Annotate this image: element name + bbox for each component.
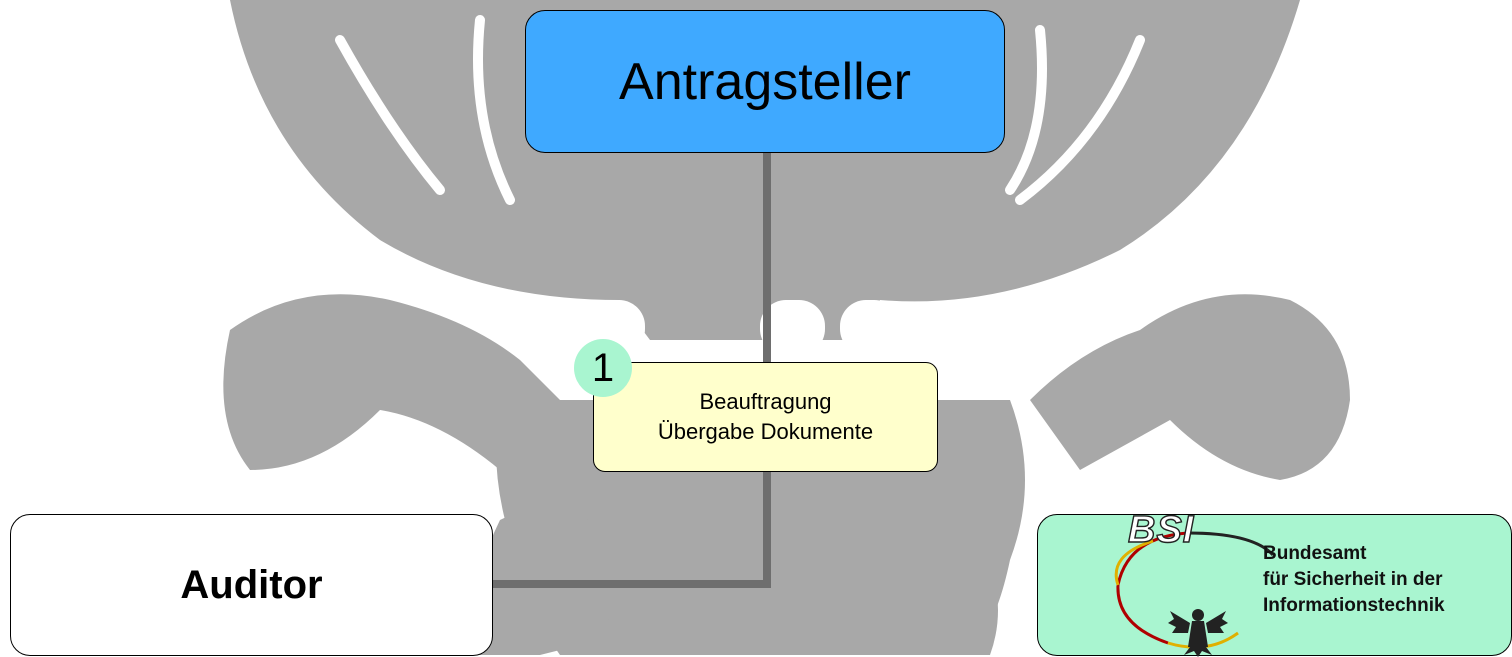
bsi-org-line-1: Bundesamt (1263, 543, 1367, 564)
step-label-box: Beauftragung Übergabe Dokumente (593, 362, 938, 472)
eagle-icon (1168, 609, 1228, 657)
auditor-node: Auditor (10, 514, 493, 656)
step-line-2: Übergabe Dokumente (657, 419, 874, 444)
auditor-label: Auditor (180, 562, 323, 607)
applicant-label: Antragsteller (619, 52, 911, 111)
bsi-letters: BSI (1127, 508, 1195, 551)
watermark-highlights (335, 15, 1145, 205)
bsi-logo: BSI Bundesamt für Sicherheit in der Info… (1037, 508, 1512, 657)
watermark-right-claw (870, 513, 998, 655)
watermark-left-wing (223, 294, 561, 470)
watermark-right-wing (1030, 294, 1350, 480)
bsi-org-line-3: Informationstechnik (1263, 595, 1445, 616)
step-number: 1 (591, 345, 615, 390)
step-number-badge: 1 (574, 339, 632, 397)
step-line-1: Beauftragung (699, 389, 832, 414)
connector-line (490, 153, 771, 588)
applicant-node: Antragsteller (525, 10, 1005, 153)
bsi-emblem-icon (1114, 531, 1275, 657)
bsi-org-line-2: für Sicherheit in der (1263, 569, 1443, 590)
bsi-org-name: Bundesamt für Sicherheit in der Informat… (1263, 541, 1445, 619)
